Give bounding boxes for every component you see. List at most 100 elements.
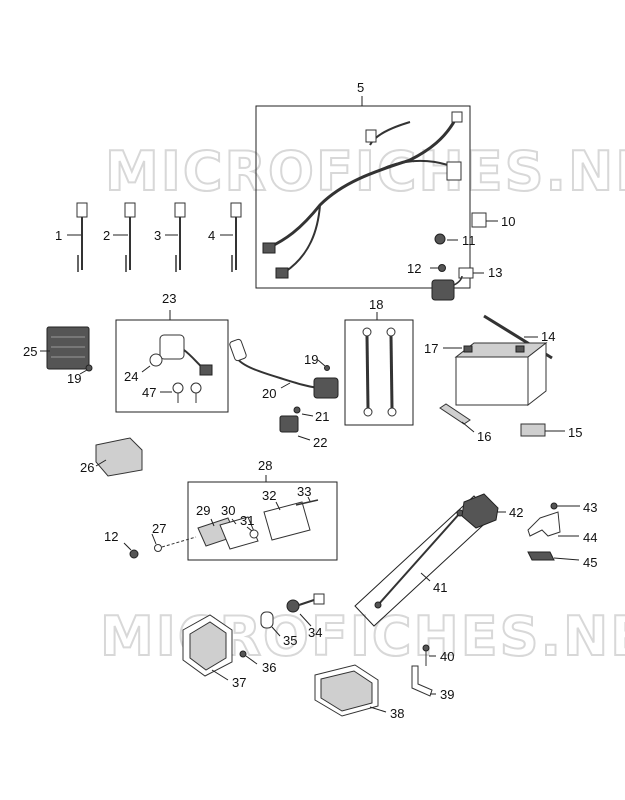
headlight-bracket	[411, 665, 433, 697]
wire-lead-2	[124, 202, 136, 272]
harness-connector-a	[262, 242, 276, 254]
wire-lead-4	[230, 202, 242, 272]
callout-29: 29	[196, 503, 210, 518]
tail-light-box	[187, 481, 338, 561]
callout-33: 33	[297, 484, 311, 499]
ignition-switch	[159, 334, 185, 360]
harness-connector-d	[451, 111, 463, 123]
callout-43: 43	[583, 500, 597, 515]
bulb-socket	[286, 599, 300, 613]
screw-21	[293, 406, 301, 414]
battery-cables-box	[344, 319, 414, 426]
fuse-lead-group: 41	[354, 495, 494, 627]
screw-36	[239, 650, 247, 658]
callout-35: 35	[283, 633, 297, 648]
ignition-coil	[313, 377, 339, 399]
callout-14: 14	[541, 329, 555, 344]
ignition-key-b	[190, 382, 202, 394]
wire-leads-group: 1 2 3 4	[55, 202, 242, 272]
callout-30: 30	[221, 503, 235, 518]
headlight-bracket-group: 39 40	[411, 644, 454, 702]
callout-19b: 19	[304, 352, 318, 367]
callout-42: 42	[509, 505, 523, 520]
callout-28: 28	[258, 458, 272, 473]
callout-18: 18	[369, 297, 383, 312]
callout-44: 44	[583, 530, 597, 545]
bolt-19b	[324, 365, 330, 371]
callout-2: 2	[103, 228, 110, 243]
coil-group: 19 20 21 22	[229, 338, 339, 450]
cable-a	[365, 335, 370, 409]
fuse-lead-wire	[377, 512, 461, 606]
screw-43	[550, 502, 558, 510]
callout-19a: 19	[67, 371, 81, 386]
cable-a-eye-top	[362, 327, 372, 337]
callout-20: 20	[262, 386, 276, 401]
callout-38: 38	[390, 706, 404, 721]
spark-plug-cap	[229, 338, 247, 362]
harness-connector-e	[365, 129, 377, 143]
battery-front	[455, 356, 529, 406]
ignition-switch-group: 23 24 47	[115, 291, 229, 413]
callout-47: 47	[142, 385, 156, 400]
callout-36: 36	[262, 660, 276, 675]
harness-branch-cable	[284, 204, 321, 273]
callout-24: 24	[124, 369, 138, 384]
spark-plug-cable	[236, 357, 319, 389]
callout-5: 5	[357, 80, 364, 95]
wire-lead-3	[174, 202, 186, 272]
relay-group: 10 11 12 13	[407, 212, 515, 301]
harness-box-outline	[255, 105, 471, 289]
callout-17: 17	[424, 341, 438, 356]
starter-relay	[431, 279, 455, 301]
relay-clip	[434, 233, 446, 245]
harness-upper-cable	[369, 121, 411, 146]
wire-lead-3-cap	[174, 202, 186, 218]
callout-21: 21	[315, 409, 329, 424]
cable-a-eye-bottom	[363, 407, 373, 417]
wiring-harness-group: 5	[255, 80, 471, 289]
battery-pad	[520, 423, 546, 437]
callout-4: 4	[208, 228, 215, 243]
battery-terminal-pos	[515, 345, 525, 353]
relay-cover	[471, 212, 487, 228]
bulb-socket-group: 34 35	[260, 593, 325, 648]
callout-1: 1	[55, 228, 62, 243]
voltage-regulator	[46, 326, 90, 370]
cable-b	[389, 335, 394, 409]
callout-15: 15	[568, 425, 582, 440]
harness-main-cable	[267, 119, 457, 250]
callout-45: 45	[583, 555, 597, 570]
callout-13: 13	[488, 265, 502, 280]
ignition-box	[115, 319, 229, 413]
fuse-bracket-group: 43 44 45	[527, 500, 597, 570]
callout-39: 39	[440, 687, 454, 702]
fuse-bracket	[527, 511, 561, 537]
callout-23: 23	[162, 291, 176, 306]
cable-b-eye-top	[386, 327, 396, 337]
battery-side	[527, 341, 547, 407]
watermark-top: MICROFICHES.NET	[105, 140, 625, 203]
harness-connector-b	[275, 267, 289, 279]
callout-34: 34	[308, 625, 322, 640]
fuse-pad	[527, 551, 555, 561]
callout-25: 25	[23, 344, 37, 359]
tail-light-housing	[263, 501, 311, 541]
cable-b-eye-bottom	[387, 407, 397, 417]
wire-lead-4-cap	[230, 202, 242, 218]
ignition-ring	[149, 353, 163, 367]
callout-12a: 12	[407, 261, 421, 276]
callout-16: 16	[477, 429, 491, 444]
callout-12b: 12	[104, 529, 118, 544]
wire-lead-1-cap	[76, 202, 88, 218]
nut-12b	[129, 549, 139, 559]
washer-27	[154, 544, 162, 552]
callout-32: 32	[262, 488, 276, 503]
starter-relay-plug	[458, 267, 474, 279]
callout-27: 27	[152, 521, 166, 536]
headlight-left-lens	[189, 621, 227, 671]
callout-40: 40	[440, 649, 454, 664]
callout-22: 22	[313, 435, 327, 450]
battery-strap-buckle	[439, 403, 471, 425]
